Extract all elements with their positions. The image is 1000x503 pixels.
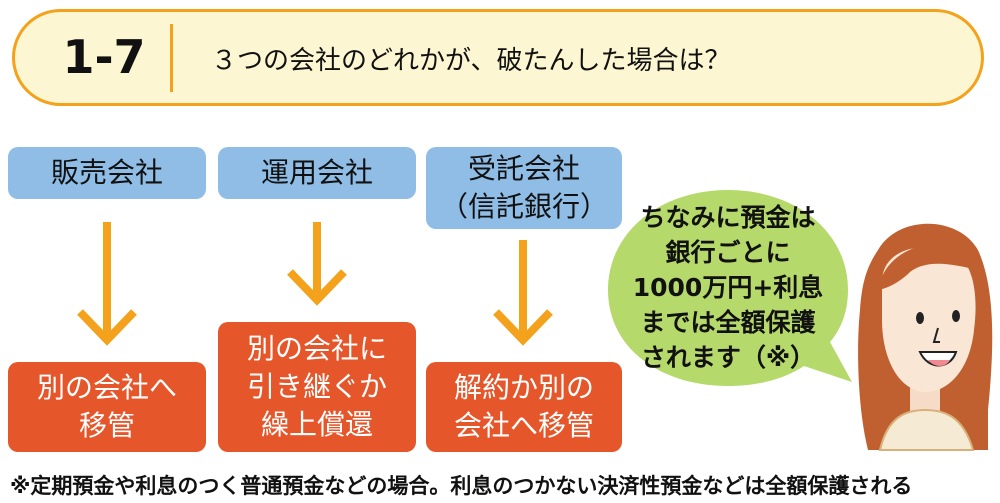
result-line: 繰上償還 (260, 408, 373, 441)
bubble-line: されます（※） (640, 343, 816, 372)
bubble-note: ちなみに預金は 銀行ごとに 1000万円+利息 までは全額保護 されます（※） (608, 200, 848, 375)
arrow-down-icon (77, 222, 137, 346)
result-line: 移管 (78, 409, 135, 442)
footnote: ※定期預金や利息のつく普通預金などの場合。利息のつかない決済性預金などは全額保護… (10, 474, 913, 498)
speech-bubble-icon (608, 190, 852, 386)
bubble-line: 銀行ごとに (665, 238, 791, 267)
result-box-management: 別の会社に 引き継ぐか 繰上償還 (218, 322, 416, 452)
result-box-trustee: 解約か別の 会社へ移管 (426, 362, 622, 452)
company-label: 販売会社 (50, 156, 163, 189)
bubble-line: 1000万円+利息 (632, 273, 824, 302)
arrow-down-icon (493, 240, 553, 346)
bubble-line: までは全額保護 (640, 308, 816, 337)
company-box-management: 運用会社 (218, 147, 416, 199)
company-box-trustee: 受託会社 （信託銀行） (426, 147, 622, 229)
header-banner: 1-7 ３つの会社のどれかが、破たんした場合は？ (12, 9, 984, 106)
result-box-sales: 別の会社へ 移管 (8, 362, 206, 452)
section-number: 1-7 (62, 30, 146, 84)
result-line: 別の会社へ (36, 371, 177, 404)
result-line: 別の会社に (246, 332, 387, 365)
header-divider (170, 24, 173, 92)
company-label: 運用会社 (260, 156, 373, 189)
company-label: 受託会社 (467, 152, 580, 185)
page-title: ３つの会社のどれかが、破たんした場合は？ (211, 46, 731, 76)
result-line: 引き継ぐか (246, 370, 387, 403)
result-line: 解約か別の (453, 371, 594, 404)
arrow-down-icon (287, 222, 347, 306)
company-box-sales: 販売会社 (8, 147, 206, 199)
woman-character-icon (858, 223, 993, 451)
result-line: 会社へ移管 (453, 409, 594, 442)
company-sublabel: （信託銀行） (439, 190, 608, 223)
bubble-line: ちなみに預金は (640, 203, 816, 232)
